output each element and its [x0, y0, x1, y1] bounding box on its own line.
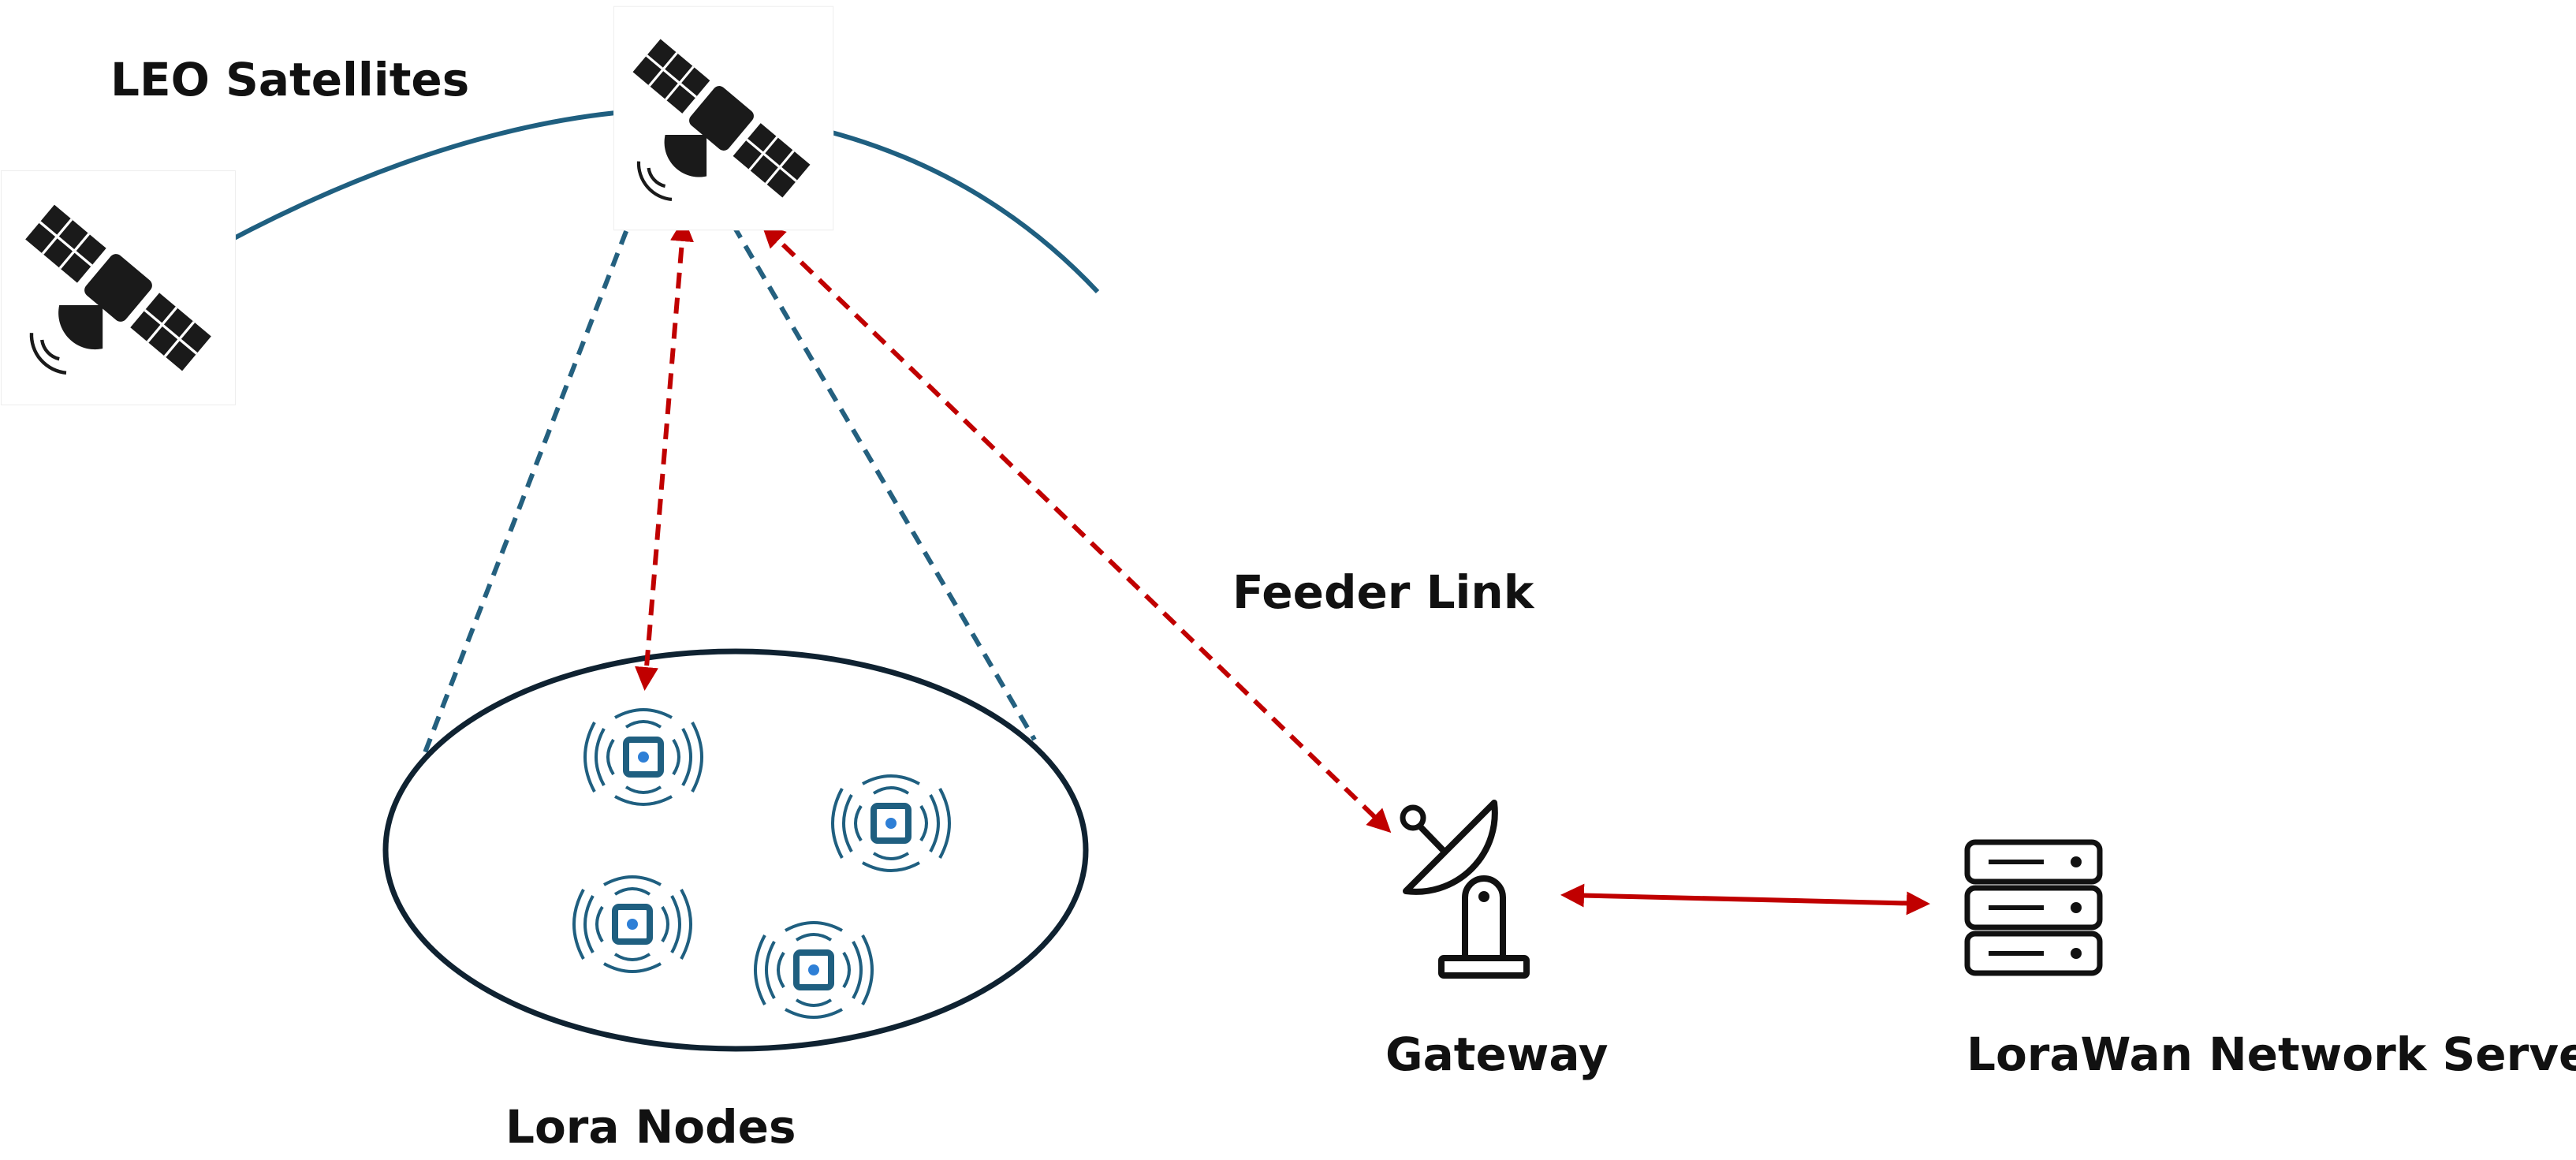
gateway-label: Gateway [1385, 1028, 1609, 1081]
coverage-beam-left [420, 207, 637, 760]
satellite-dish-icon [1400, 800, 1530, 979]
lora-node-icon [831, 774, 951, 872]
leo-satellites-label: LEO Satellites [110, 53, 470, 106]
lora-node-icon [572, 875, 692, 973]
feeder-link-label: Feeder Link [1232, 565, 1534, 619]
network-server-label: LoraWan Network Server [1966, 1028, 2576, 1081]
lora-node-icon [583, 708, 703, 806]
server-rack-icon [1964, 839, 2103, 976]
lora-node-icon [754, 921, 874, 1019]
satellite-icon [0, 170, 237, 406]
coverage-area-ellipse [382, 648, 1089, 1052]
satellite-icon [613, 6, 834, 231]
feeder-link-arrow [761, 223, 1392, 834]
gateway-server-link [1560, 883, 1930, 916]
lora-nodes-label: Lora Nodes [505, 1100, 796, 1154]
satellite-node-link [635, 218, 694, 691]
coverage-beam-right [719, 203, 1037, 741]
